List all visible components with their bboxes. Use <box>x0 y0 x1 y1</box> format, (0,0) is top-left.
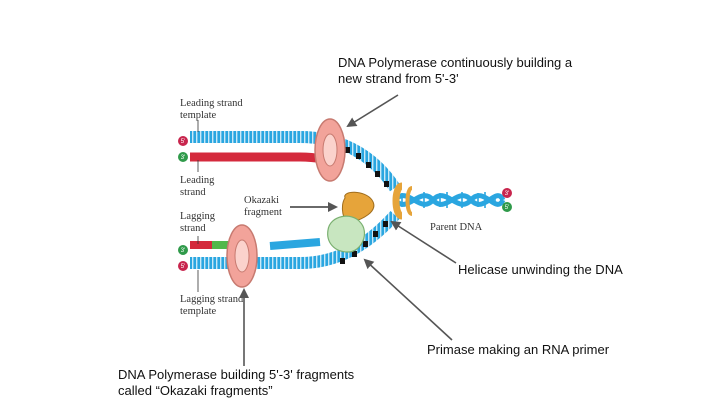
leading-strand-template-label-2: template <box>180 110 216 121</box>
leading-strand-template <box>190 131 401 192</box>
callout-helicase: Helicase unwinding the DNA <box>458 262 623 278</box>
parent-dna-helix <box>393 192 506 208</box>
callout-polymerase-continuous-line-1: DNA Polymerase continuously building a <box>338 55 573 70</box>
primase <box>327 191 375 253</box>
callout-polymerase-fragments: DNA Polymerase building 5'-3' fragments … <box>118 367 354 399</box>
callout-polymerase-fragments-line-2: called “Okazaki fragments” <box>118 383 273 398</box>
parent-dna-label: Parent DNA <box>430 222 483 233</box>
callout-primase: Primase making an RNA primer <box>427 342 609 358</box>
end-label-top-left: 5' <box>181 139 185 145</box>
end-label-low-left-2: 5' <box>181 264 185 270</box>
okazaki-fragment-label-2: fragment <box>244 207 282 218</box>
callout-helicase-text: Helicase unwinding the DNA <box>458 262 623 277</box>
end-label-low-left-1: 3' <box>181 248 185 254</box>
callout-polymerase-continuous-line-2: new strand from 5'-3' <box>338 71 459 86</box>
polymerase-continuous-arrow <box>346 94 399 128</box>
lagging-dna-polymerase <box>226 224 258 288</box>
okazaki-fragment-label-1: Okazaki <box>244 195 279 206</box>
helicase <box>392 182 413 220</box>
leading-strand-label-1: Leading <box>180 175 215 186</box>
callout-polymerase-continuous: DNA Polymerase continuously building a n… <box>338 55 572 87</box>
end-label-mid-left: 3' <box>181 155 185 161</box>
lagging-strand-template-label-2: template <box>180 306 216 317</box>
leading-strand-label-2: strand <box>180 187 206 198</box>
strand-end-markers <box>178 136 512 271</box>
primase-arrow <box>363 258 453 341</box>
okazaki-fragment-segment <box>269 238 321 250</box>
helicase-arrow <box>390 220 457 264</box>
callout-polymerase-fragments-line-1: DNA Polymerase building 5'-3' fragments <box>118 367 355 382</box>
nucleotides <box>340 147 389 264</box>
leading-strand-template-label-1: Leading strand <box>180 98 243 109</box>
end-label-right-top: 3' <box>505 191 509 197</box>
callout-primase-text: Primase making an RNA primer <box>427 342 610 357</box>
lagging-strand-label-1: Lagging <box>180 211 216 222</box>
lagging-strand-template <box>190 210 400 269</box>
end-label-right-bottom: 5' <box>505 205 509 211</box>
lagging-strand-template-label-1: Lagging strand <box>180 294 244 305</box>
lagging-strand-label-2: strand <box>180 223 206 234</box>
leading-dna-polymerase <box>314 118 346 182</box>
